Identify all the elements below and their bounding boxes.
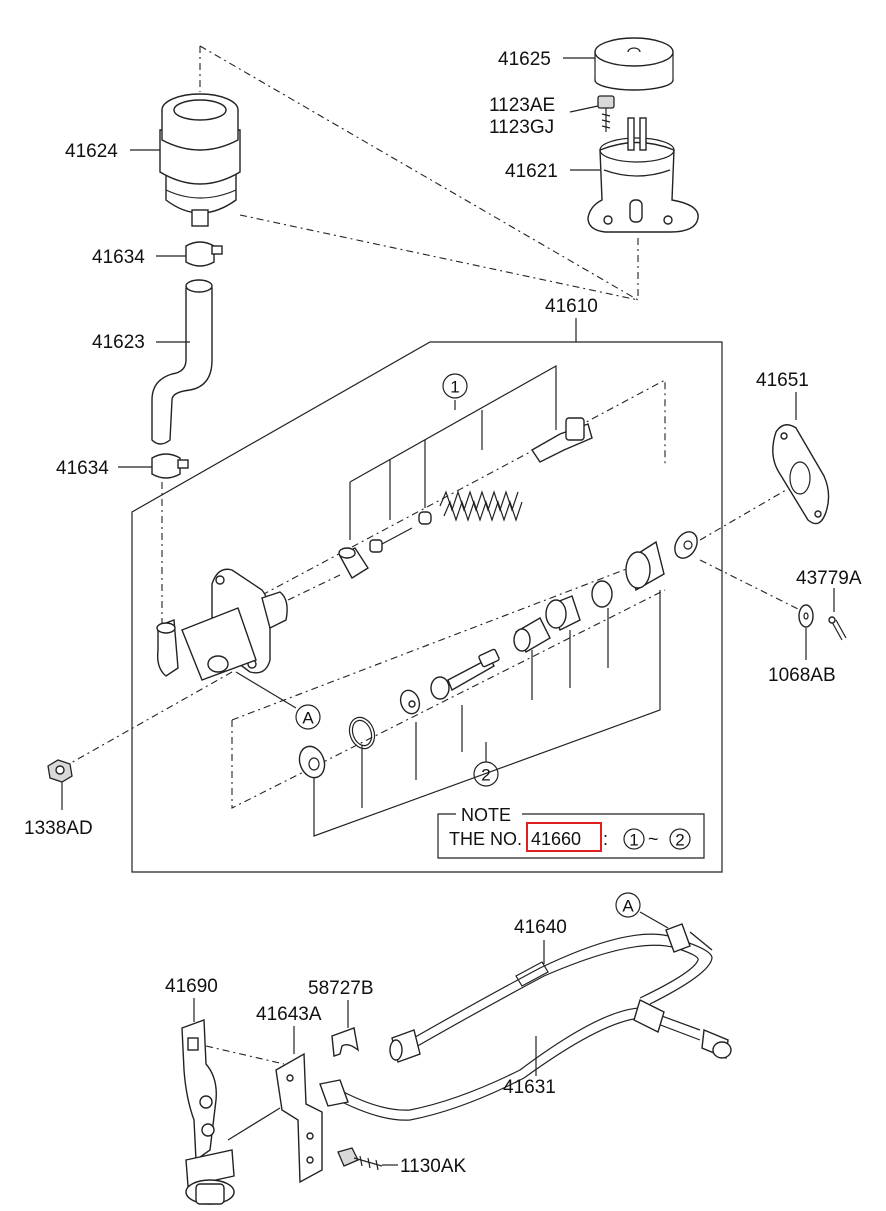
svg-text:A: A bbox=[622, 897, 634, 916]
note-prefix: THE NO. bbox=[449, 829, 522, 849]
bolt-1130AK[interactable] bbox=[337, 1147, 383, 1171]
group-2-leader bbox=[313, 590, 661, 837]
clip-58727B[interactable] bbox=[331, 1027, 360, 1057]
hose-clamp-41634-upper[interactable] bbox=[185, 241, 223, 267]
label-43779A[interactable]: 43779A bbox=[796, 568, 862, 589]
label-41634-upper[interactable]: 41634 bbox=[92, 247, 145, 268]
label-41610[interactable]: 41610 bbox=[545, 296, 598, 317]
master-cylinder-assembly-box bbox=[131, 341, 723, 873]
clutch-pipe-41640[interactable] bbox=[389, 923, 713, 1063]
reservoir-cap-41625[interactable] bbox=[594, 37, 674, 91]
ref-marker-a-top: A bbox=[295, 704, 321, 730]
label-41634-lower[interactable]: 41634 bbox=[56, 458, 109, 479]
piston-group-1[interactable] bbox=[338, 417, 593, 579]
label-41624[interactable]: 41624 bbox=[65, 141, 118, 162]
label-1123GJ[interactable]: 1123GJ bbox=[489, 117, 554, 138]
reservoir-bracket-41621[interactable] bbox=[587, 117, 699, 233]
note-range-from: 1 bbox=[629, 831, 638, 850]
seal-group-2[interactable] bbox=[295, 528, 701, 781]
hose-clamp-41634-lower[interactable] bbox=[151, 453, 189, 479]
note-range-sep: ~ bbox=[648, 829, 659, 849]
label-41651[interactable]: 41651 bbox=[756, 370, 809, 391]
note-number-highlight bbox=[526, 822, 602, 852]
label-41690[interactable]: 41690 bbox=[165, 976, 218, 997]
label-41625[interactable]: 41625 bbox=[498, 49, 551, 70]
group-marker-2: 2 bbox=[473, 761, 499, 787]
bolt-1123[interactable] bbox=[597, 95, 615, 132]
label-1338AD[interactable]: 1338AD bbox=[24, 818, 93, 839]
label-41621[interactable]: 41621 bbox=[505, 161, 558, 182]
washer-1068AB[interactable] bbox=[798, 604, 814, 628]
gasket-41651[interactable] bbox=[772, 424, 830, 525]
bracket-41690[interactable] bbox=[181, 1019, 235, 1205]
label-1130AK[interactable]: 1130AK bbox=[400, 1156, 467, 1177]
hose-41623[interactable] bbox=[151, 279, 213, 445]
split-pin-43779A[interactable] bbox=[828, 616, 847, 641]
group-1-leader bbox=[349, 364, 557, 540]
reservoir-dashed-outline bbox=[199, 45, 639, 301]
note-box bbox=[437, 813, 705, 859]
ref-marker-a-bottom: A bbox=[615, 892, 641, 918]
note-number[interactable]: 41660 bbox=[531, 829, 581, 849]
master-cylinder-body[interactable] bbox=[156, 568, 288, 681]
note-colon: : bbox=[603, 829, 608, 849]
bracket-41643A[interactable] bbox=[275, 1052, 323, 1184]
label-41643A[interactable]: 41643A bbox=[256, 1004, 322, 1025]
label-1123AE[interactable]: 1123AE bbox=[489, 95, 555, 116]
label-41640[interactable]: 41640 bbox=[514, 917, 567, 938]
label-41623[interactable]: 41623 bbox=[92, 332, 145, 353]
label-58727B[interactable]: 58727B bbox=[308, 978, 374, 999]
label-1068AB[interactable]: 1068AB bbox=[768, 665, 836, 686]
note-range-to: 2 bbox=[675, 831, 684, 850]
label-41631[interactable]: 41631 bbox=[503, 1077, 556, 1098]
svg-text:A: A bbox=[302, 709, 314, 728]
reservoir-41624[interactable] bbox=[159, 93, 241, 227]
note-title: NOTE bbox=[461, 805, 511, 825]
clutch-pipe-41631[interactable] bbox=[319, 999, 732, 1121]
svg-text:1: 1 bbox=[450, 378, 459, 397]
group-marker-1: 1 bbox=[442, 373, 468, 399]
svg-text:2: 2 bbox=[481, 766, 490, 785]
nut-1338AD[interactable] bbox=[47, 759, 73, 783]
